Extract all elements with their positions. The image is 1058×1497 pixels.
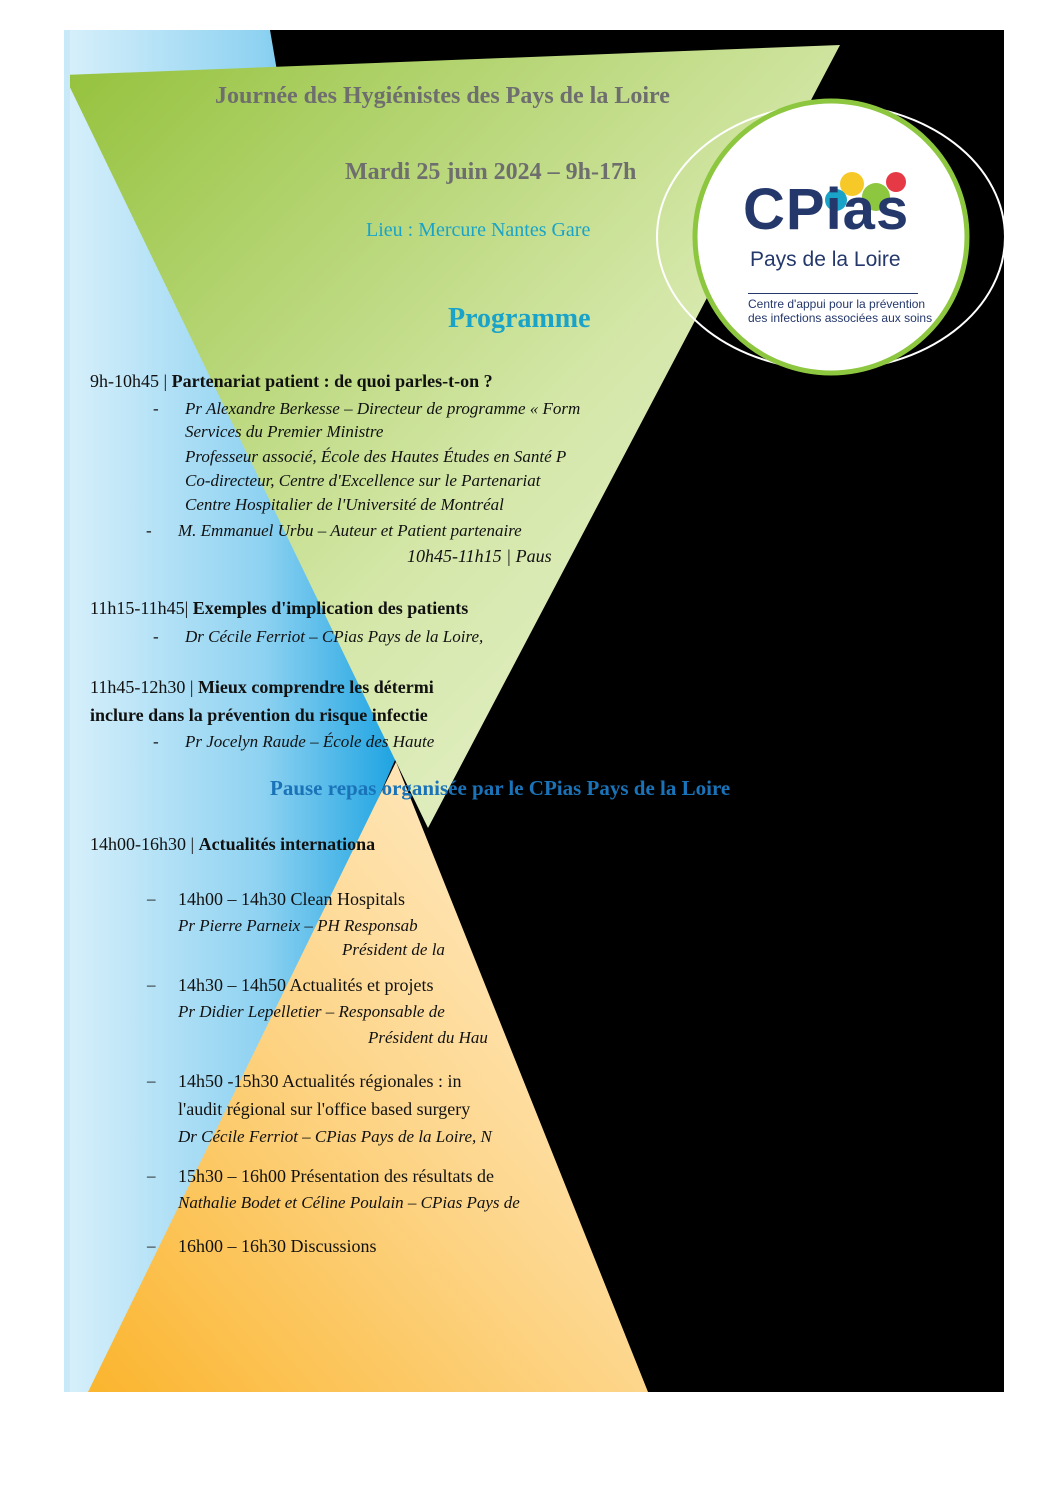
session-4-time: 14h00-16h30 | xyxy=(90,834,199,854)
session-3-title-line-2: inclure dans la prévention du risque inf… xyxy=(90,705,428,725)
session-1-title: Partenariat patient : de quoi parles-t-o… xyxy=(171,371,493,391)
bullet-dash: – xyxy=(147,889,156,908)
coffee-break: 10h45-11h15 | Paus xyxy=(407,546,552,566)
session-2-title: Exemples d'implication des patients xyxy=(192,598,469,618)
session-4-item-2-role: Président du Hau xyxy=(368,1028,488,1047)
session-4-item-3-title-line-1: 14h50 -15h30 Actualités régionales : in xyxy=(178,1071,462,1091)
green-triangle xyxy=(64,45,840,828)
bullet-dash: - xyxy=(146,521,152,540)
session-1-speaker-1-line-4: Co-directeur, Centre d'Excellence sur le… xyxy=(185,471,541,490)
session-1-speaker-1-line-3: Professeur associé, École des Hautes Étu… xyxy=(185,447,567,466)
logo-tagline-2: des infections associées aux soins xyxy=(748,311,933,325)
session-4-item-4-speaker: Nathalie Bodet et Céline Poulain – CPias… xyxy=(178,1193,520,1212)
session-1-speaker-1-line-5: Centre Hospitalier de l'Université de Mo… xyxy=(185,495,504,514)
session-4-item-4-title: 15h30 – 16h00 Présentation des résultats… xyxy=(178,1166,494,1186)
bullet-dash: – xyxy=(147,975,156,994)
session-2-speaker: Dr Cécile Ferriot – CPias Pays de la Loi… xyxy=(185,627,484,646)
bullet-dash: - xyxy=(153,732,159,751)
session-4-item-3-title-line-2: l'audit régional sur l'office based surg… xyxy=(178,1099,471,1119)
event-date: Mardi 25 juin 2024 – 9h-17h xyxy=(345,159,637,185)
lunch-break: Pause repas organisée par le CPias Pays … xyxy=(270,776,731,800)
bullet-dash: - xyxy=(153,399,159,418)
bullet-dash: – xyxy=(147,1236,156,1255)
session-4-item-3-speaker: Dr Cécile Ferriot – CPias Pays de la Loi… xyxy=(178,1127,492,1146)
session-3-title-line-1: Mieux comprendre les détermi xyxy=(197,677,434,697)
logo-wordmark: CPias xyxy=(743,177,910,242)
session-3-speaker: Pr Jocelyn Raude – École des Haute xyxy=(185,732,435,751)
bullet-dash: – xyxy=(147,1166,156,1185)
session-4-item-1-role: Président de la xyxy=(342,940,445,959)
session-4-item-2-speaker: Pr Didier Lepelletier – Responsable de xyxy=(178,1002,445,1021)
session-2-heading: 11h15-11h45| Exemples d'implication des … xyxy=(90,597,468,619)
bullet-dash: - xyxy=(153,627,159,646)
session-4-item-1-title: 14h00 – 14h30 Clean Hospitals xyxy=(178,889,405,909)
session-4-item-1-speaker: Pr Pierre Parneix – PH Responsab xyxy=(178,916,418,935)
logo-tagline-1: Centre d'appui pour la prévention xyxy=(748,297,926,311)
cpias-logo: CPias Pays de la Loire Centre d'appui po… xyxy=(690,120,972,356)
session-1-heading: 9h-10h45 | Partenariat patient : de quoi… xyxy=(90,370,493,392)
orange-triangle xyxy=(88,762,648,1392)
session-4-item-2-title: 14h30 – 14h50 Actualités et projets xyxy=(178,975,434,995)
session-1-speaker-2: M. Emmanuel Urbu – Auteur et Patient par… xyxy=(178,521,522,540)
white-cutouts xyxy=(64,30,70,1392)
event-venue: Lieu : Mercure Nantes Gare xyxy=(366,219,591,241)
logo-circle xyxy=(656,98,1006,376)
session-3-time: 11h45-12h30 | xyxy=(90,677,198,697)
session-1-speaker-1-line-2: Services du Premier Ministre xyxy=(185,422,384,441)
bullet-dash: – xyxy=(147,1071,156,1090)
session-4-title: Actualités internationa xyxy=(198,834,376,854)
logo-region: Pays de la Loire xyxy=(750,248,901,271)
session-3-heading: 11h45-12h30 | Mieux comprendre les déter… xyxy=(90,676,434,698)
page-title: Journée des Hygiénistes des Pays de la L… xyxy=(215,83,670,109)
session-1-time: 9h-10h45 | xyxy=(90,371,172,391)
session-1-speaker-1-line-1: Pr Alexandre Berkesse – Directeur de pro… xyxy=(185,399,581,418)
logo-rule xyxy=(748,293,918,294)
session-4-item-5-title: 16h00 – 16h30 Discussions xyxy=(178,1236,377,1256)
programme-heading: Programme xyxy=(448,303,591,334)
session-2-time: 11h15-11h45| xyxy=(90,598,193,618)
session-4-heading: 14h00-16h30 | Actualités internationa xyxy=(90,833,375,855)
logo-dots-icon xyxy=(825,172,906,211)
